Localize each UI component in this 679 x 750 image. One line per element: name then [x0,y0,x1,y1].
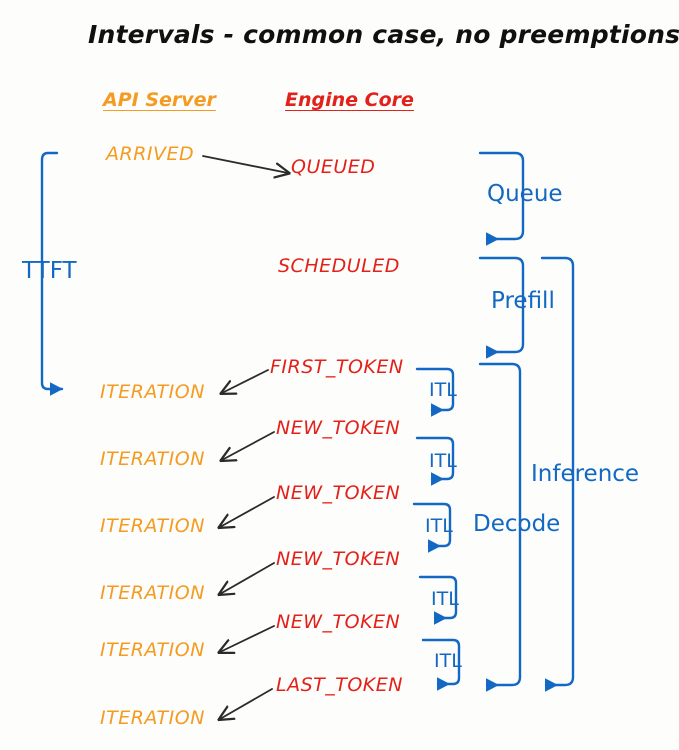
interval-label-itl-3: ITL [425,515,453,537]
arrow-first-token-to-iteration [222,369,269,393]
interval-label-queue: Queue [487,181,563,207]
interval-label-inference: Inference [531,461,640,487]
interval-label-prefill: Prefill [491,288,555,314]
arrow-new-token-3-to-iteration [220,562,275,594]
api-state-iteration-5: ITERATION [100,639,205,661]
api-state-iteration-2: ITERATION [100,448,205,470]
interval-label-ttft: TTFT [22,258,77,284]
engine-state-queued: QUEUED [291,156,376,178]
arrow-new-token-1-to-iteration [222,431,275,460]
interval-label-decode: Decode [473,511,561,537]
diagram-title: Intervals - common case, no preemptions [88,20,679,49]
engine-state-new-token-4: NEW_TOKEN [276,611,401,633]
engine-state-new-token-1: NEW_TOKEN [276,417,401,439]
interval-label-itl-4: ITL [431,588,459,610]
column-header-engine-core: Engine Core [285,89,414,111]
column-header-api-server: API Server [103,89,216,111]
arrow-last-token-to-iteration [220,688,273,719]
api-state-iteration-4: ITERATION [100,582,205,604]
api-state-arrived: ARRIVED [106,143,195,165]
engine-state-first-token: FIRST_TOKEN [270,356,404,378]
api-state-iteration-3: ITERATION [100,515,205,537]
arrow-new-token-2-to-iteration [220,496,275,527]
interval-label-itl-2: ITL [429,450,457,472]
api-state-iteration-1: ITERATION [100,381,205,403]
engine-state-new-token-3: NEW_TOKEN [276,548,401,570]
engine-state-new-token-2: NEW_TOKEN [276,482,401,504]
arrow-arrived-to-queued [202,155,288,173]
interval-label-itl-5: ITL [434,650,462,672]
engine-state-last-token: LAST_TOKEN [276,674,403,696]
interval-label-itl-1: ITL [429,379,457,401]
engine-state-scheduled: SCHEDULED [278,255,400,277]
arrow-new-token-4-to-iteration [220,625,275,652]
api-state-iteration-6: ITERATION [100,707,205,729]
